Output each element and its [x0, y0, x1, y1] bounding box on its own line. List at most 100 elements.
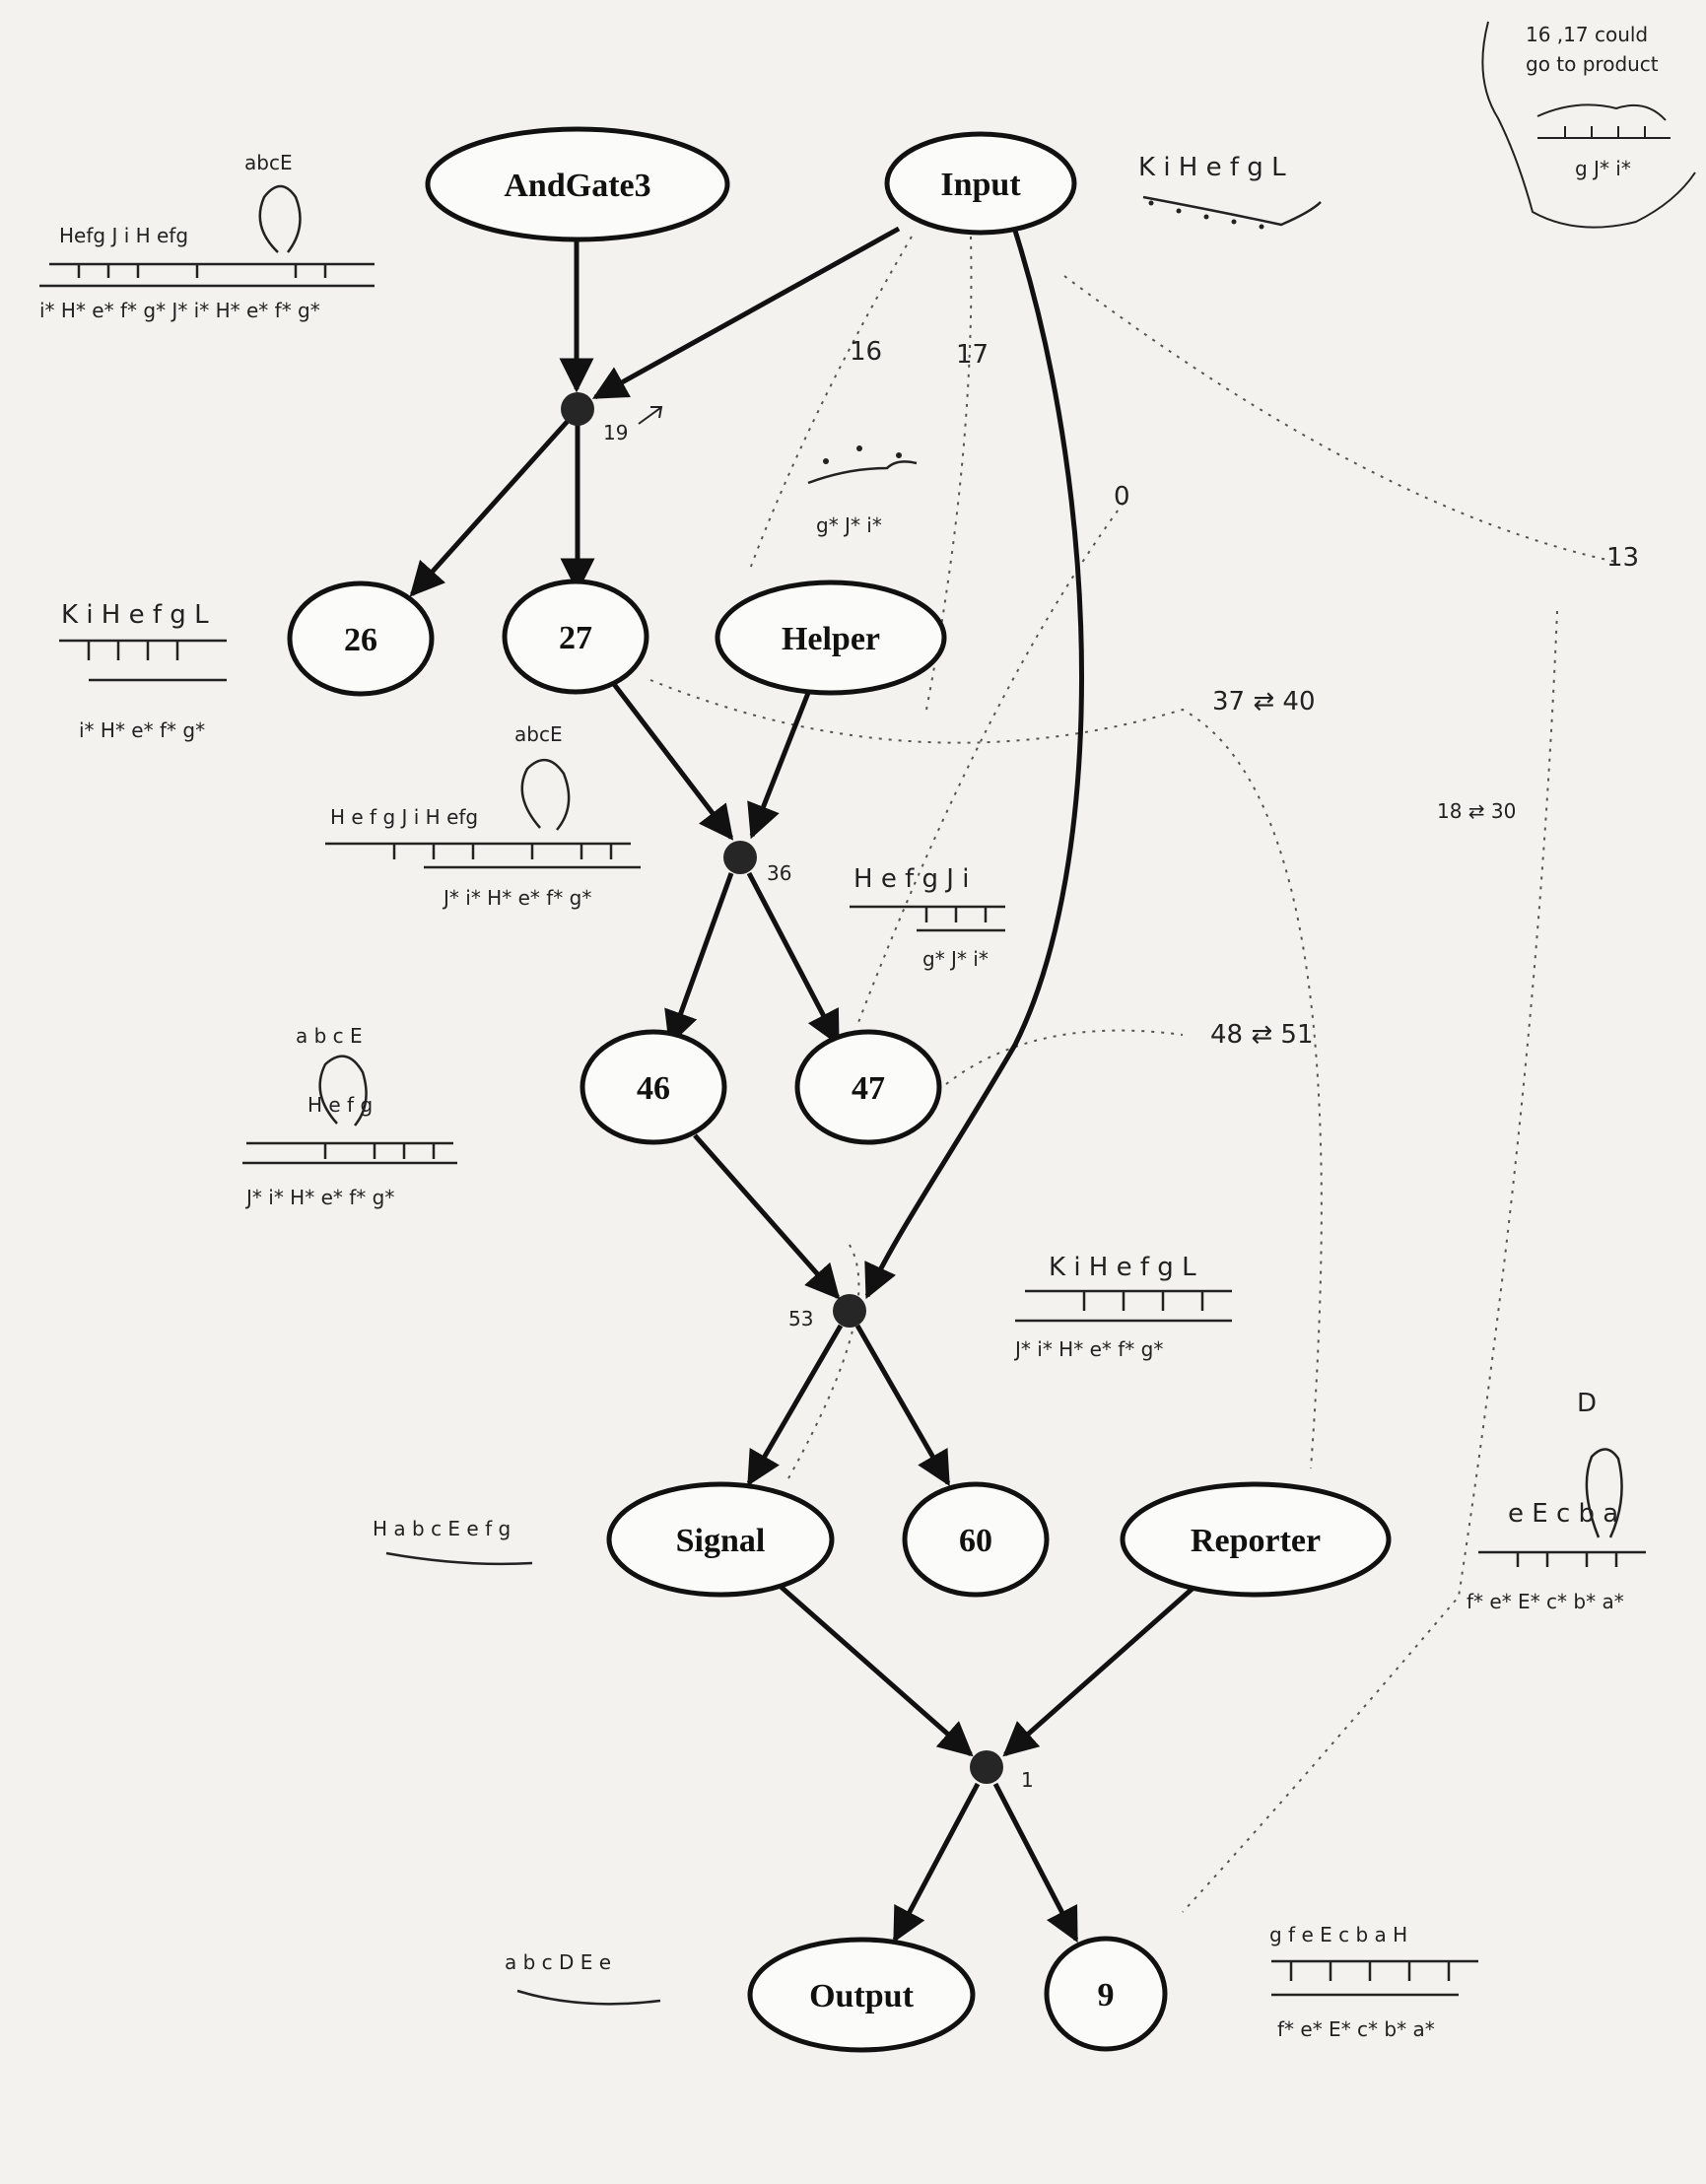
edge-r53-60 [854, 1324, 951, 1487]
edge-reporter-r1 [1002, 1585, 1196, 1757]
edge-input-r19 [591, 226, 901, 400]
input-strand-label: K i H e f g L [1138, 153, 1286, 182]
side-label-48-51: 48 ⇄ 51 [1210, 1020, 1313, 1050]
n60-bottom-strand: J* i* H* e* f* g* [1013, 1337, 1163, 1361]
side-line-signal [787, 1241, 860, 1479]
side-line-18-30 [1182, 610, 1558, 1913]
side-label-16: 16 [850, 337, 882, 367]
edge-helper-r36 [747, 692, 811, 840]
edge-46-r53 [693, 1133, 841, 1300]
annotation-9: g f e E c b a H f* e* E* c* b* a* [1269, 1923, 1478, 2041]
n46-bottom-strand: J* i* H* e* f* g* [244, 1186, 394, 1209]
edge-r19-26 [409, 417, 572, 597]
node-helper[interactable]: Helper [715, 580, 947, 696]
node-output[interactable]: Output [747, 1937, 976, 2053]
corner-note: 16 ,17 could go to product g J* i* [1481, 21, 1696, 229]
annotation-26: K i H e f g L i* H* e* f* g* [59, 600, 227, 742]
node-reporter[interactable]: Reporter [1120, 1481, 1392, 1598]
node-reporter-label: Reporter [1191, 1523, 1321, 1559]
side-reaction-labels: 16 17 0 13 37 ⇄ 40 18 ⇄ 30 48 ⇄ 51 [850, 337, 1639, 1050]
signal-strand-label: H a b c E e f g [373, 1517, 511, 1540]
side-label-17: 17 [956, 340, 989, 370]
r16-bottom-strand: g* J* i* [816, 513, 882, 537]
node-47-label: 47 [852, 1070, 885, 1107]
node-26-label: 26 [344, 622, 377, 658]
node-46[interactable]: 46 [580, 1029, 727, 1145]
node-26[interactable]: 26 [287, 580, 435, 697]
reaction-19-dot[interactable] [561, 392, 594, 426]
side-line-16 [748, 236, 913, 573]
n26-bottom-strand: i* H* e* f* g* [79, 718, 205, 742]
reaction-19-arrow [638, 406, 663, 425]
edge-r1-output [892, 1782, 981, 1944]
reaction-1-dot[interactable] [970, 1750, 1003, 1784]
n27-loop-label: abcE [514, 722, 563, 746]
node-27[interactable]: 27 [502, 579, 649, 695]
edge-r36-46 [664, 872, 734, 1047]
side-label-0: 0 [1114, 482, 1130, 512]
side-label-37-40: 37 ⇄ 40 [1212, 687, 1315, 717]
node-helper-label: Helper [782, 621, 880, 657]
reactions: 19 36 53 1 [561, 392, 1034, 1792]
n46-top-strand: H e f g [307, 1093, 373, 1117]
andgate-top-strand: Hefg J i H efg [59, 224, 188, 247]
reporter-bottom-strand: f* e* E* c* b* a* [1467, 1590, 1624, 1613]
reaction-36-label: 36 [767, 861, 791, 885]
side-line-37-40 [649, 679, 1323, 1469]
annotation-reporter: D e E c b a f* e* E* c* b* a* [1467, 1389, 1646, 1613]
andgate-loop-label: abcE [244, 151, 293, 174]
node-47[interactable]: 47 [794, 1029, 942, 1145]
reaction-53-dot[interactable] [833, 1294, 866, 1328]
andgate-bottom-strand: i* H* e* f* g* J* i* H* e* f* g* [39, 299, 320, 322]
node-46-label: 46 [637, 1070, 670, 1107]
annotation-input: K i H e f g L [1138, 153, 1322, 230]
reaction-53-label: 53 [788, 1307, 813, 1331]
node-60[interactable]: 60 [902, 1481, 1050, 1598]
node-signal-label: Signal [676, 1523, 766, 1559]
side-reaction-lines [649, 236, 1617, 1913]
n60-top-strand: K i H e f g L [1049, 1253, 1196, 1282]
side-line-48-51 [945, 1029, 1184, 1085]
node-signal[interactable]: Signal [606, 1481, 835, 1598]
edges [409, 226, 1196, 1944]
reaction-1-label: 1 [1021, 1768, 1034, 1792]
node-input-label: Input [940, 167, 1021, 203]
n9-top-strand: g f e E c b a H [1269, 1923, 1407, 1946]
side-line-0 [856, 502, 1125, 1026]
node-9[interactable]: 9 [1044, 1936, 1168, 2052]
edge-signal-r1 [777, 1583, 974, 1757]
annotation-47: H e f g J i g* J* i* [850, 864, 1005, 971]
node-andgate3-label: AndGate3 [504, 168, 650, 204]
n26-top-strand: K i H e f g L [61, 600, 209, 630]
node-60-label: 60 [959, 1523, 992, 1559]
node-9-label: 9 [1098, 1977, 1115, 2013]
n47-bottom-strand: g* J* i* [922, 947, 989, 971]
node-output-label: Output [809, 1978, 914, 2014]
edge-r1-9 [992, 1782, 1079, 1944]
annotation-60: K i H e f g L J* i* H* e* f* g* [1013, 1253, 1232, 1361]
annotation-andgate3: abcE Hefg J i H efg i* H* e* f* g* J* i*… [39, 151, 375, 322]
annotation-27: abcE H e f g J i H efg J* i* H* e* f* g* [325, 722, 641, 910]
n27-bottom-strand: J* i* H* e* f* g* [442, 886, 591, 910]
annotation-signal: H a b c E e f g [373, 1517, 533, 1566]
svg-text:g J* i*: g J* i* [1575, 157, 1631, 180]
n47-top-strand: H e f g J i [853, 864, 969, 894]
edge-r36-47 [746, 871, 841, 1047]
reaction-36-dot[interactable] [723, 841, 757, 874]
n46-loop-label: a b c E [296, 1024, 363, 1048]
side-label-13: 13 [1606, 543, 1639, 573]
corner-note-line2: go to product [1526, 52, 1659, 76]
corner-note-line1: 16 ,17 could [1526, 23, 1648, 46]
edge-27-r36 [605, 673, 734, 841]
node-27-label: 27 [559, 620, 592, 656]
reporter-loop-label: D [1577, 1389, 1597, 1418]
node-input[interactable]: Input [884, 131, 1077, 236]
edge-r53-signal [746, 1324, 844, 1487]
node-andgate3[interactable]: AndGate3 [425, 126, 730, 242]
reporter-top-strand: e E c b a [1508, 1499, 1618, 1529]
side-line-13 [1063, 275, 1617, 563]
edge-input-r53 [864, 230, 1084, 1300]
annotation-r16: g* J* i* [807, 445, 918, 537]
n9-bottom-strand: f* e* E* c* b* a* [1277, 2017, 1435, 2041]
nodes: AndGate3 Input 26 27 Helper 46 47 Signa [287, 126, 1392, 2053]
